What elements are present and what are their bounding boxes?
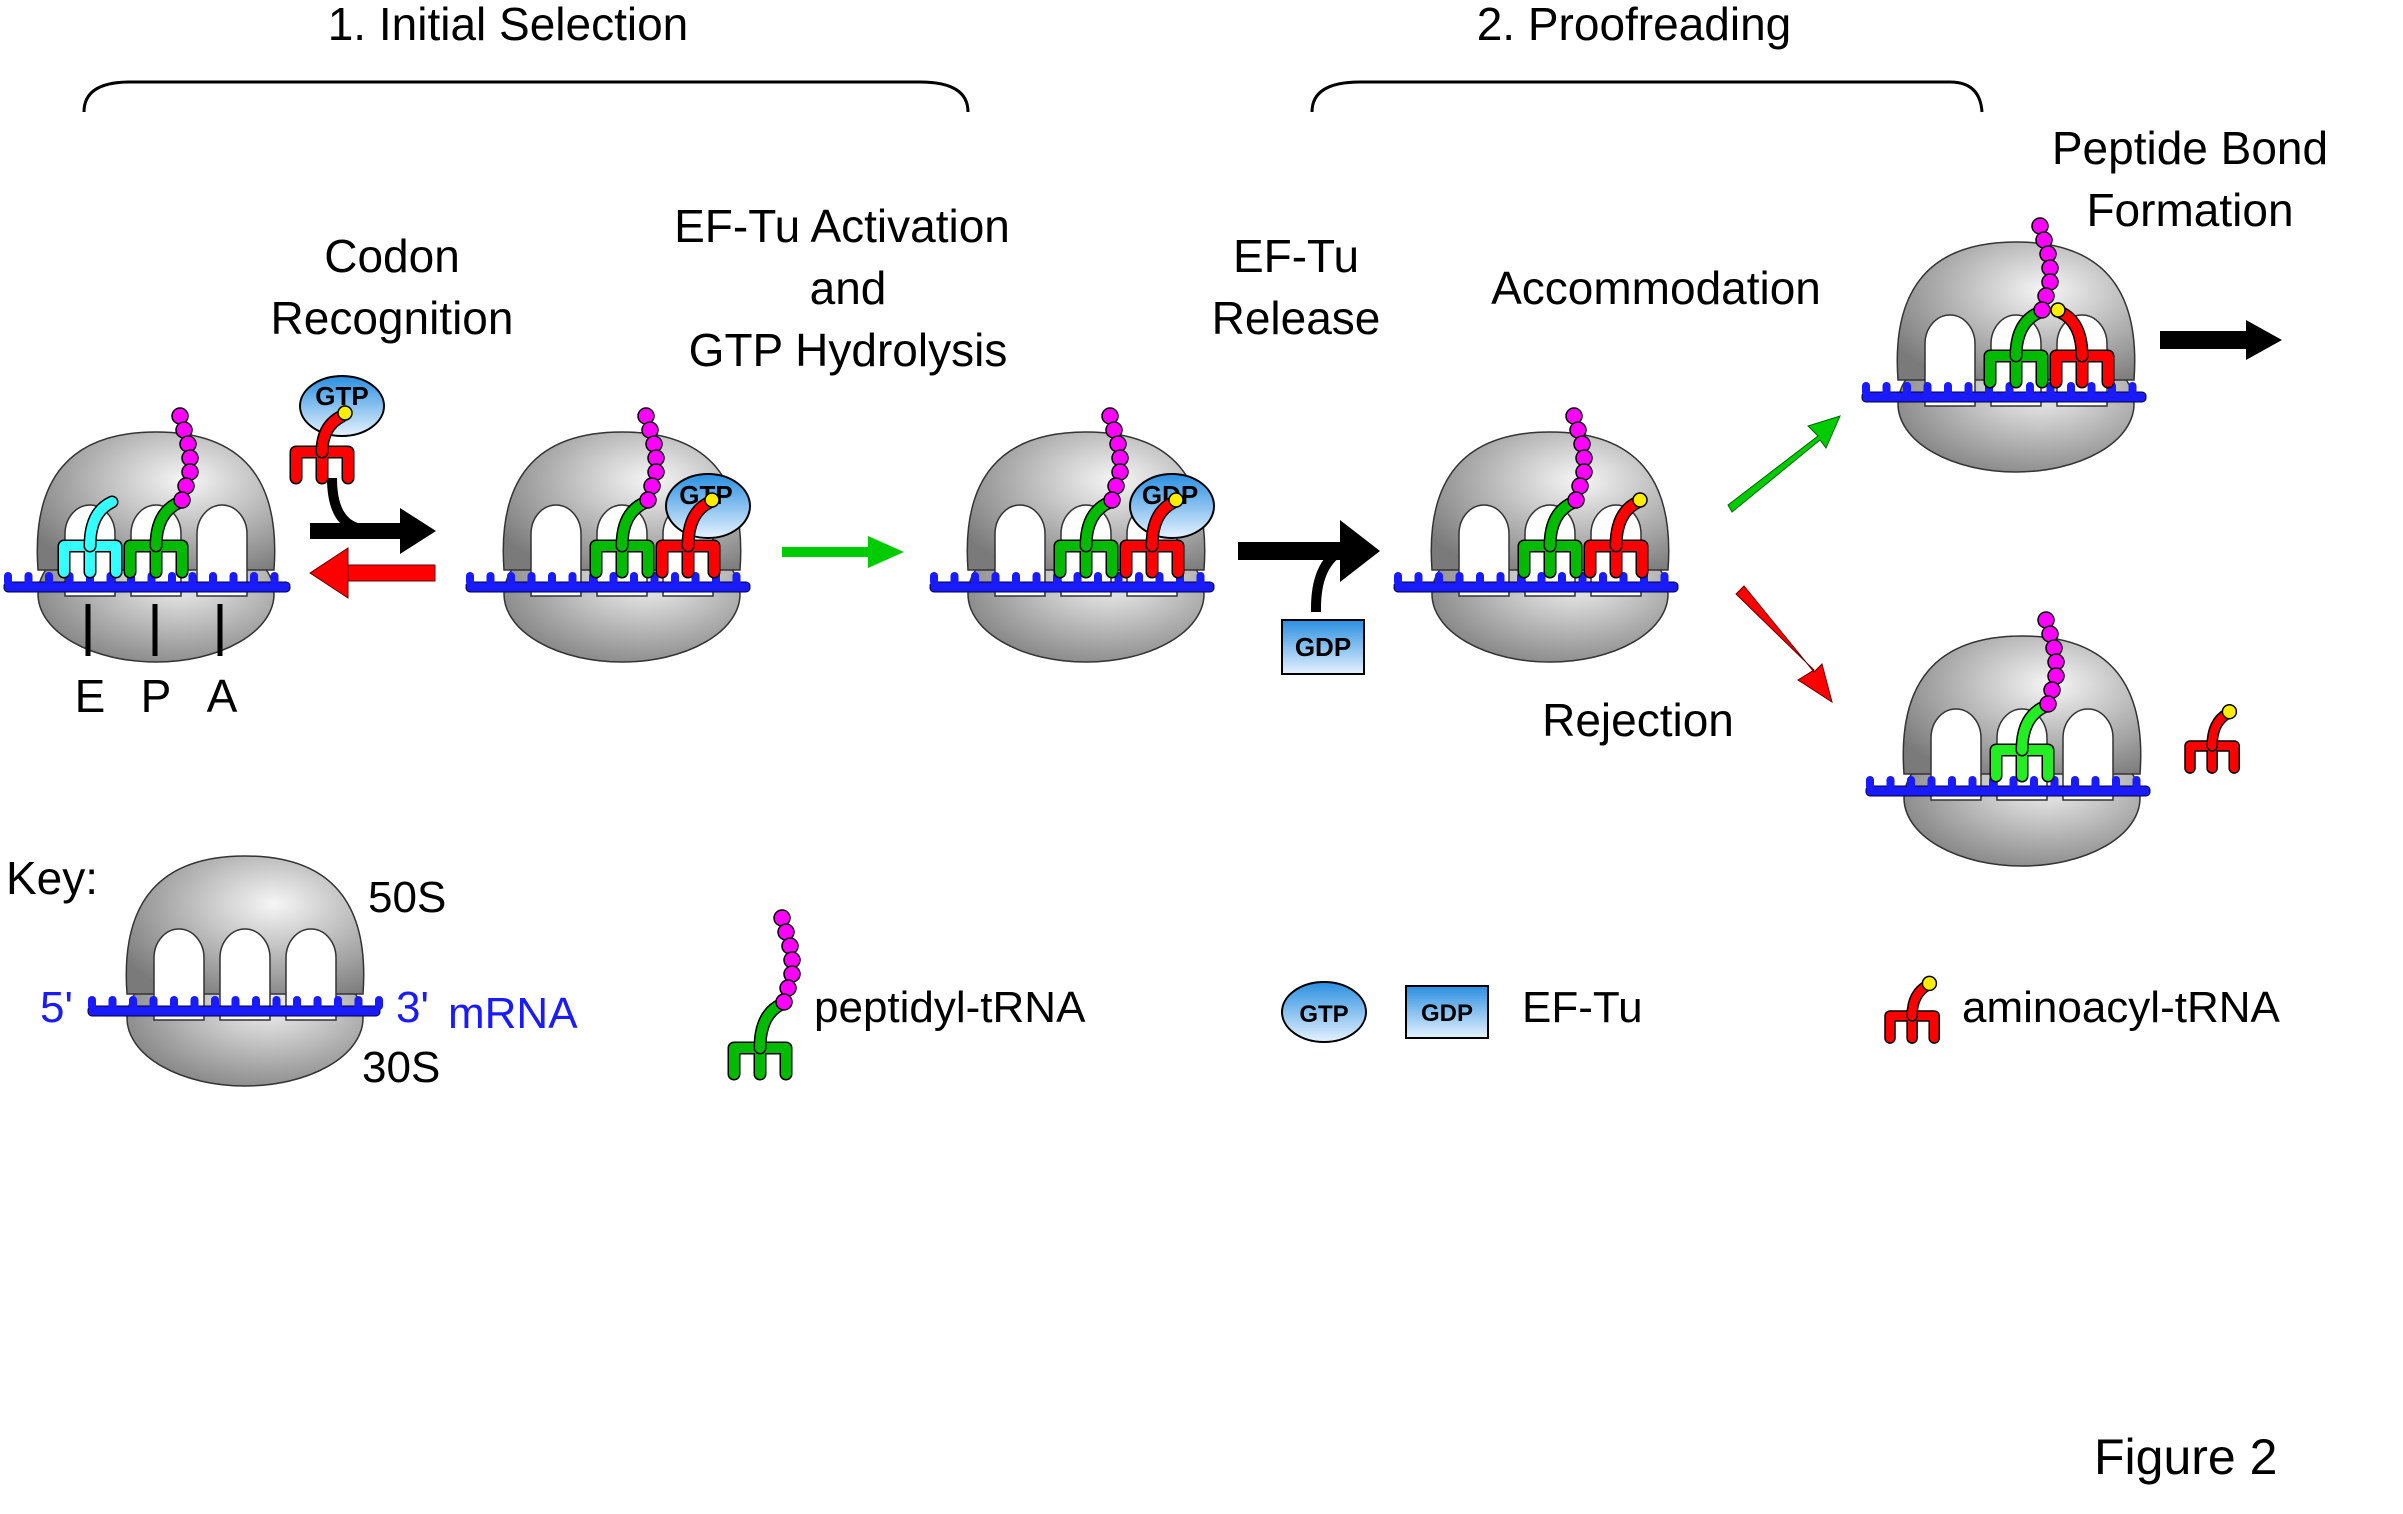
key-30s-label: 30S: [362, 1043, 440, 1092]
arrow-ef-tu-release: [1238, 520, 1380, 612]
nascent-peptide: [171, 407, 199, 509]
step-label-ef-tu-activation: EF-Tu Activation and GTP Hydrolysis: [674, 200, 1010, 376]
key-mrna-label: mRNA: [448, 989, 578, 1038]
key-ef-tu-label: EF-Tu: [1522, 983, 1643, 1032]
aminoacyl-trna: [1884, 979, 1940, 1044]
ribosome-state-accommodated: [1896, 241, 2136, 473]
nascent-peptide: [1565, 407, 1593, 509]
amino-acid-icon: [1632, 492, 1648, 508]
svg-text:Peptide Bond: Peptide Bond: [2052, 122, 2328, 174]
key-ribosome-icon: [125, 855, 365, 1087]
svg-text:and: and: [810, 262, 887, 314]
arrow-gtp-hydrolysis: [782, 536, 904, 568]
rejected-aminoacyl-trna: [2184, 703, 2240, 774]
incoming-ternary-complex: GTP: [289, 375, 385, 485]
site-label-p: P: [141, 670, 172, 722]
key-title: Key:: [6, 852, 98, 904]
aminoacyl-trna: [289, 409, 355, 485]
phase-initial-selection-bracket: [82, 80, 970, 113]
e-site: [1930, 708, 1982, 801]
e-site: [153, 928, 205, 1021]
amino-acid-residue: [2039, 695, 2057, 713]
amino-acid-residue: [775, 993, 793, 1011]
amino-acid-residue: [639, 491, 657, 509]
step-label-accommodation: Accommodation: [1491, 262, 1821, 314]
e-site-trna: [57, 495, 123, 579]
nascent-peptide: [2031, 217, 2059, 319]
mrna-strand: [3, 572, 291, 593]
amino-acid-icon: [2221, 703, 2238, 720]
amino-acid-residue: [1103, 491, 1121, 509]
mrna-strand: [465, 572, 751, 593]
key-3prime-label: 3': [396, 983, 429, 1032]
amino-acid-residue: [2033, 301, 2051, 319]
arrow-rejection: [1735, 585, 1833, 704]
nascent-peptide: [637, 407, 665, 509]
phase-initial-selection-label: 1. Initial Selection: [328, 0, 689, 50]
site-markers: E P A: [75, 604, 238, 722]
aminoacyl-trna: [2184, 707, 2240, 774]
key-ef-tu-gtp-icon: GTP: [1281, 981, 1367, 1043]
key-ef-tu-gdp-icon: GDP: [1405, 985, 1489, 1039]
key-aminoacyl-trna-label: aminoacyl-tRNA: [1962, 983, 2281, 1032]
svg-text:GDP: GDP: [1421, 1000, 1473, 1027]
nascent-peptide: [2037, 611, 2065, 713]
e-site: [1458, 504, 1510, 597]
key-aminoacyl-trna-icon: [1884, 975, 1940, 1044]
e-site: [994, 504, 1046, 597]
step-label-codon-recognition: Codon Recognition: [271, 230, 514, 344]
amino-acid-icon: [1168, 492, 1184, 508]
svg-text:GDP: GDP: [1295, 632, 1351, 662]
arrow-continue-elongation: [2160, 320, 2282, 360]
amino-acid-residue: [173, 491, 191, 509]
mrna-strand: [1393, 572, 1679, 593]
amino-acid-residue: [1567, 491, 1585, 509]
step-label-rejection: Rejection: [1542, 694, 1734, 746]
e-site: [1924, 314, 1976, 407]
svg-text:Release: Release: [1212, 292, 1381, 344]
svg-text:GTP: GTP: [1299, 1001, 1348, 1028]
mrna-strand: [1861, 382, 2147, 403]
figure-label: Figure 2: [2094, 1429, 2277, 1485]
key-peptidyl-trna-label: peptidyl-tRNA: [814, 983, 1086, 1032]
key-5prime-label: 5': [40, 983, 73, 1032]
nascent-peptide: [1101, 407, 1129, 509]
svg-text:EF-Tu: EF-Tu: [1233, 230, 1359, 282]
key-peptidyl-trna-icon: [727, 909, 801, 1081]
amino-acid-icon: [704, 492, 720, 508]
step-label-ef-tu-release: EF-Tu Release: [1212, 230, 1381, 344]
key-50s-label: 50S: [368, 873, 446, 922]
amino-acid-icon: [1921, 975, 1938, 992]
svg-text:Recognition: Recognition: [271, 292, 514, 344]
released-ef-tu-gdp: GDP: [1281, 619, 1365, 675]
svg-text:Formation: Formation: [2086, 184, 2293, 236]
key-mrna-strand: [87, 996, 383, 1017]
svg-text:Codon: Codon: [324, 230, 460, 282]
forward-arrow-codon-recognition: [310, 477, 436, 554]
mrna-strand: [929, 572, 1215, 593]
e-site: [530, 504, 582, 597]
arrow-accommodation-proceed: [1727, 415, 1841, 513]
amino-acid-icon: [337, 405, 353, 421]
site-label-a: A: [207, 670, 238, 722]
mrna-strand: [1865, 776, 2151, 797]
svg-text:EF-Tu Activation: EF-Tu Activation: [674, 200, 1010, 252]
peptidyl-trna: [727, 997, 793, 1081]
svg-text:GTP Hydrolysis: GTP Hydrolysis: [689, 324, 1008, 376]
phase-proofreading-bracket: [1310, 80, 1984, 113]
phase-proofreading-label: 2. Proofreading: [1477, 0, 1792, 50]
a-site-aminoacyl-trna: [1119, 495, 1185, 579]
step-label-peptide-bond-formation: Peptide Bond Formation: [2052, 122, 2328, 236]
amino-acid-icon: [2050, 302, 2066, 318]
reverse-arrow-codon-recognition: [309, 547, 436, 599]
peptide-chain: [773, 909, 801, 1011]
site-label-e: E: [75, 670, 106, 722]
